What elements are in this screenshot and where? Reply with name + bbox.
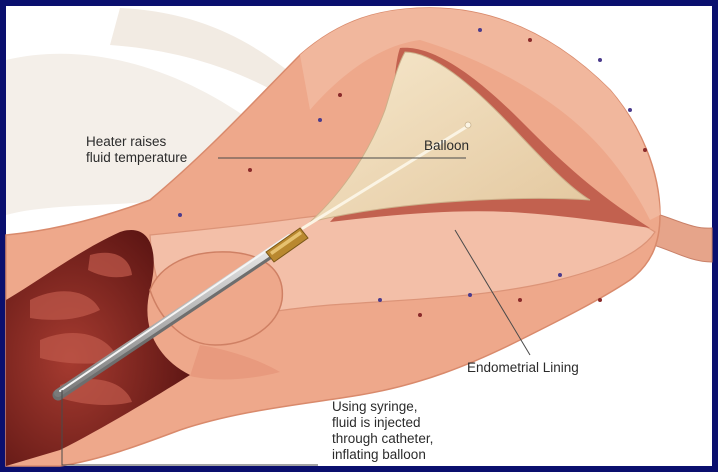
syringe-label-line-2: fluid is injected (332, 415, 433, 431)
syringe-label-line-1: Using syringe, (332, 399, 433, 415)
lining-label: Endometrial Lining (467, 360, 579, 376)
balloon-label: Balloon (424, 138, 469, 154)
syringe-label: Using syringe, fluid is injected through… (332, 399, 433, 463)
balloon-label-text: Balloon (424, 138, 469, 154)
balloon-wire-tip (465, 122, 471, 128)
syringe-label-line-4: inflating balloon (332, 447, 433, 463)
heater-label-line-2: fluid temperature (86, 150, 187, 166)
syringe-label-line-3: through catheter, (332, 431, 433, 447)
lining-label-text: Endometrial Lining (467, 360, 579, 376)
heater-label-line-1: Heater raises (86, 134, 187, 150)
heater-label: Heater raises fluid temperature (86, 134, 187, 166)
